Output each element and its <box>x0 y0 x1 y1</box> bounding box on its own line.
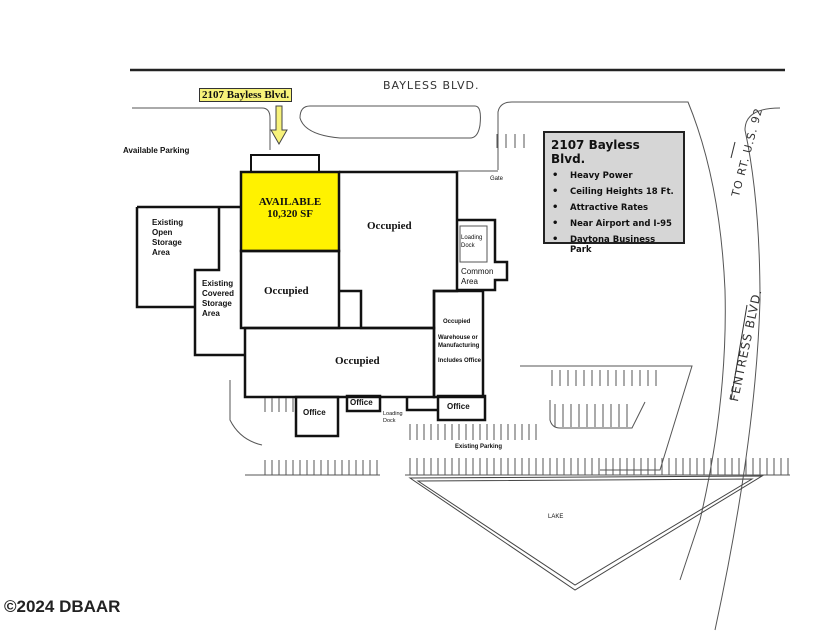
available-size: 10,320 SF <box>267 208 313 221</box>
entry-canopy <box>250 154 320 173</box>
road-curb-right <box>497 101 726 581</box>
arrow-down-icon <box>270 105 288 146</box>
available-unit-area <box>239 170 341 253</box>
occupied-right-desc2: Manufacturing <box>438 343 480 349</box>
info-box: 2107 Bayless Blvd. Heavy Power Ceiling H… <box>543 131 685 255</box>
office-3-outline <box>436 394 487 422</box>
feature-item: Attractive Rates <box>551 202 677 219</box>
info-title: 2107 Bayless Blvd. <box>551 138 640 166</box>
fentress-underline <box>730 304 748 401</box>
available-parking-label: Available Parking <box>123 146 190 155</box>
occupied-right-title: Occupied <box>443 319 471 325</box>
feature-item: Near Airport and I-95 <box>551 218 677 235</box>
lake-outline <box>408 475 764 591</box>
existing-parking-label: Existing Parking <box>455 444 503 450</box>
occupied-right-label: Occupied Warehouse or Manufacturing Incl… <box>438 318 481 365</box>
address-tag: 2107 Bayless Blvd. <box>199 88 293 102</box>
occupied-right-desc3: Includes Office <box>438 358 482 364</box>
occupied-main-label: Occupied <box>367 220 412 232</box>
parking-lot-border <box>520 365 693 471</box>
rt92-arrow <box>730 141 736 159</box>
office-2-label: Office <box>350 398 373 407</box>
feature-item: Heavy Power <box>551 170 677 187</box>
occupied-main-area <box>339 170 459 330</box>
loading-dock-box <box>459 225 488 263</box>
occupied-right-desc1: Warehouse or <box>438 335 478 341</box>
occupied-left-label: Occupied <box>264 285 309 297</box>
bayless-blvd-label: BAYLESS BLVD. <box>383 79 480 92</box>
office-2-outline <box>345 394 382 413</box>
available-label: AVAILABLE <box>258 196 322 208</box>
available-unit-label: AVAILABLE 10,320 SF <box>241 196 339 220</box>
parking-island <box>549 400 646 429</box>
lake-label: LAKE <box>548 514 564 520</box>
median <box>299 105 481 139</box>
feature-item: Daytona Business Park <box>551 234 677 255</box>
road-curb-left <box>132 107 271 150</box>
occupied-lower-label: Occupied <box>335 355 380 367</box>
lower-drive <box>229 380 263 446</box>
feature-item: Ceiling Heights 18 Ft. <box>551 186 677 203</box>
fentress-curb <box>714 107 781 631</box>
common-area-outline <box>457 218 509 292</box>
watermark: ©2024 DBAAR <box>4 597 121 616</box>
office-1-outline <box>294 395 340 438</box>
office-3-label: Office <box>447 402 470 411</box>
feature-list: Heavy Power Ceiling Heights 18 Ft. Attra… <box>551 170 677 255</box>
gate-label: Gate <box>490 176 504 182</box>
open-storage-outline <box>135 205 245 357</box>
office-1-label: Office <box>303 408 326 417</box>
